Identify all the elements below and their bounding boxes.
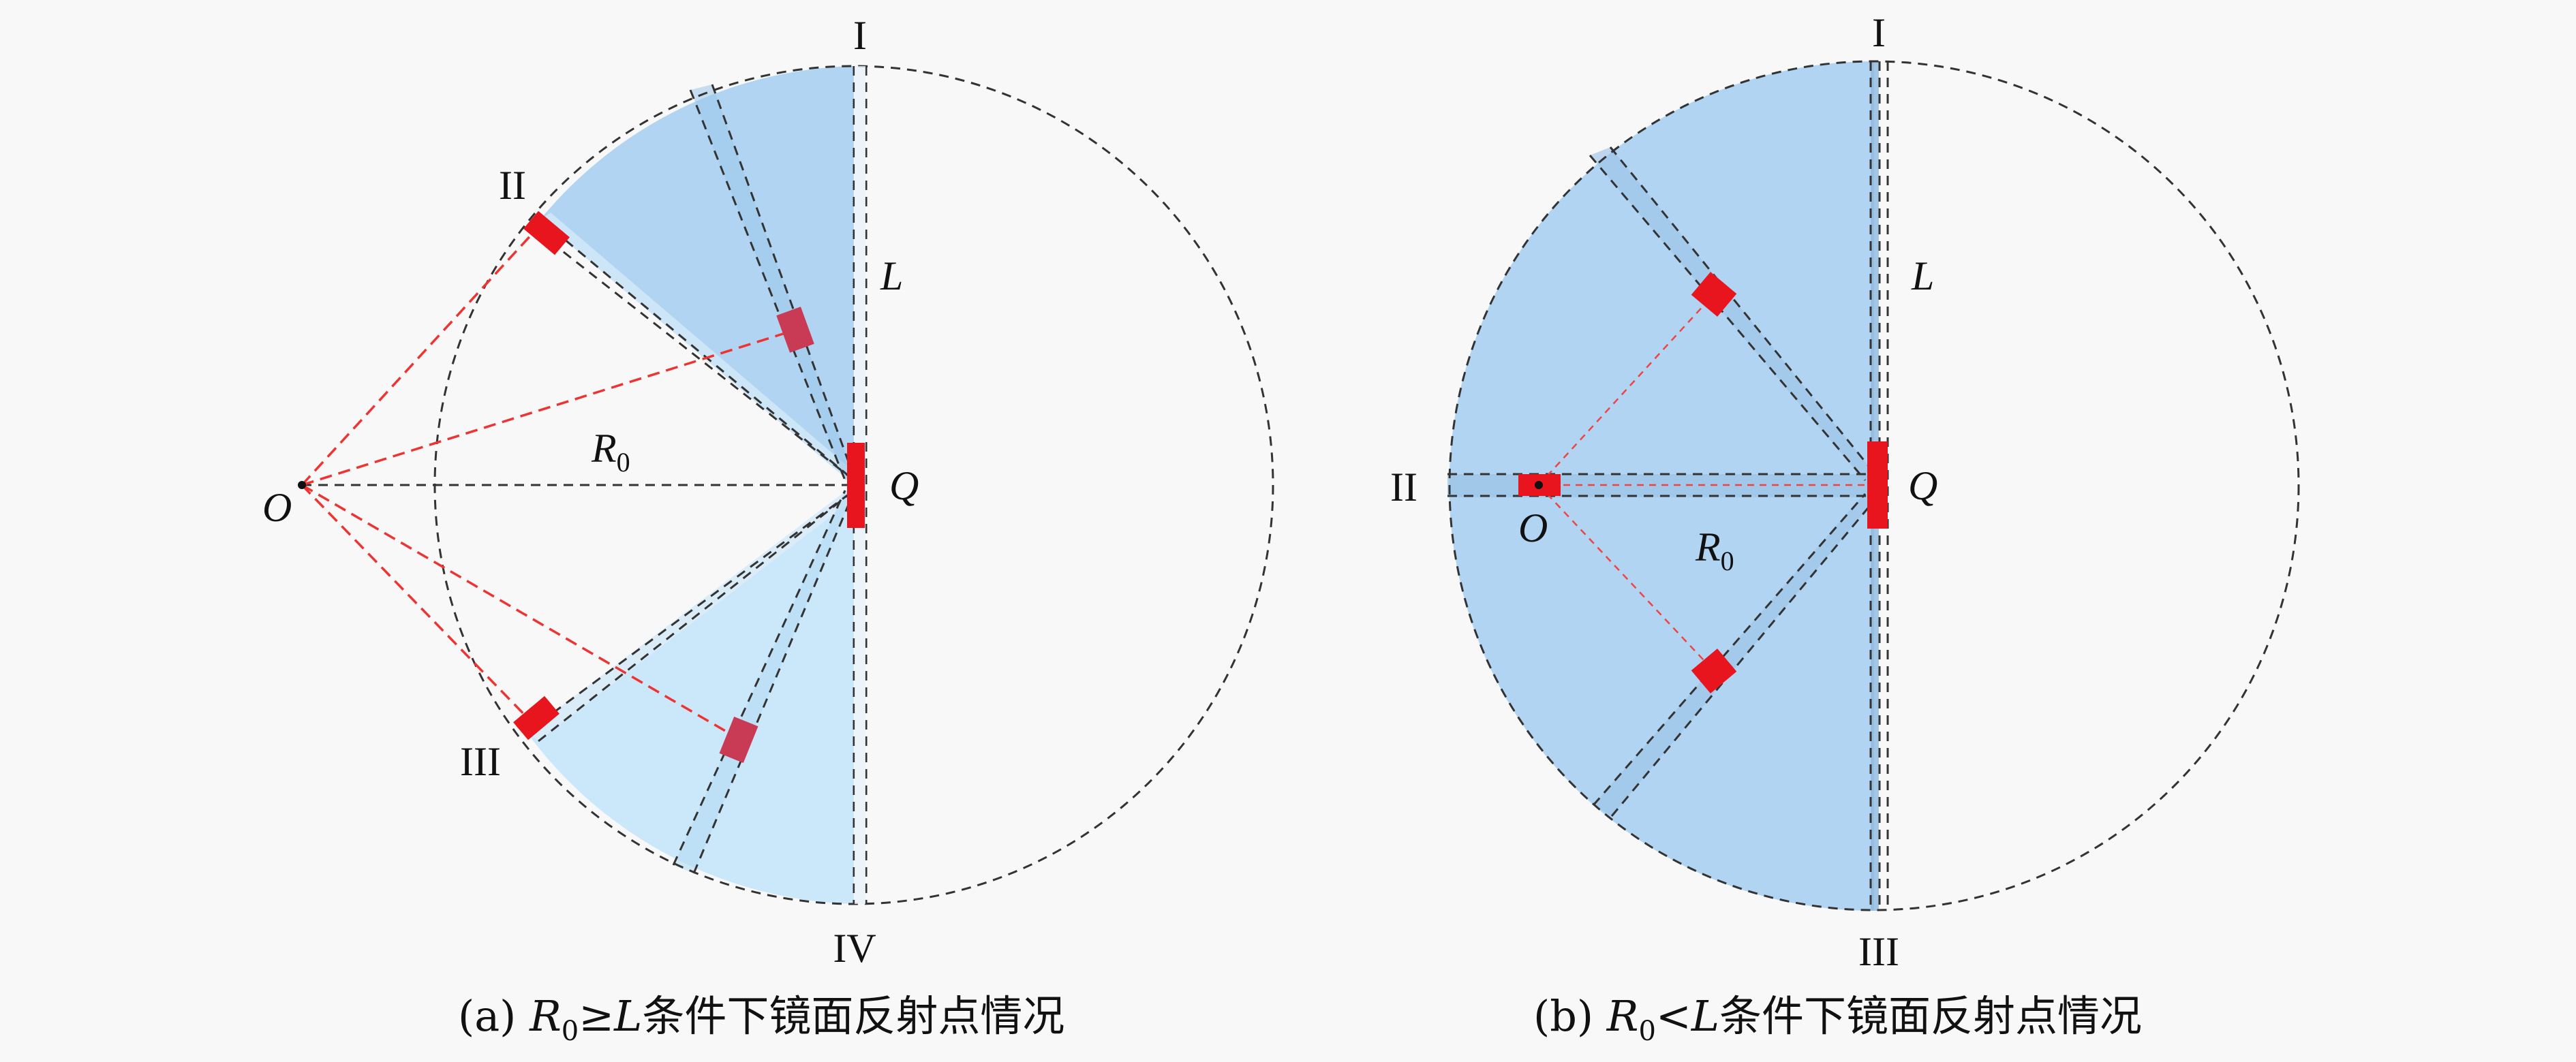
label-L: L: [880, 253, 903, 298]
label-II: II: [499, 163, 526, 208]
ray-O-mid-upper: [301, 329, 795, 486]
strip-upper: [540, 213, 860, 485]
inner-strip-upper: [690, 84, 854, 480]
ray-O-upper: [1538, 294, 1715, 486]
shaded-region-upper: [540, 66, 854, 485]
label-III-b: III: [1858, 929, 1899, 974]
label-III: III: [460, 739, 501, 784]
label-L-b: L: [1911, 253, 1934, 298]
panel-a: I II III IV L Q O R0 (a) R0≥L条件下镜面反射点情况: [262, 13, 1274, 1047]
reflector-Q-b: [1867, 441, 1888, 529]
label-R0-b: R0: [1695, 525, 1734, 576]
reflector-mid-upper: [776, 307, 814, 353]
reflector-III: [513, 696, 559, 740]
diag-lower-b: [1610, 500, 1875, 817]
inner-strip-lower: [673, 490, 854, 873]
strip-diag-lower: [1593, 494, 1874, 816]
reflector-mid-lower: [719, 716, 758, 764]
boundary-lower-2: [538, 489, 855, 743]
reflector-Q: [847, 443, 865, 528]
ray-O-III: [301, 484, 533, 723]
inner-dash-upper-a: [689, 89, 846, 481]
dashed-circle-b: [1448, 60, 2300, 911]
panel-b: I II III L Q O R0 (b) R0<L条件下镜面反射点情况: [1390, 10, 2300, 1047]
boundary-lower: [526, 489, 855, 734]
caption-a: (a) R0≥L条件下镜面反射点情况: [458, 991, 1064, 1047]
diag-upper-b: [1609, 146, 1875, 473]
point-O: [298, 481, 306, 489]
ray-O-lower: [1538, 484, 1715, 672]
label-O-b: O: [1518, 505, 1548, 550]
ray-O-II: [301, 223, 542, 486]
point-O-b: [1535, 481, 1543, 489]
label-R0: R0: [591, 426, 630, 478]
label-IV: IV: [833, 926, 876, 971]
shaded-region-lower: [527, 485, 854, 904]
strip-diag-upper: [1590, 147, 1874, 480]
label-I-b: I: [1872, 10, 1886, 55]
caption-b: (b) R0<L条件下镜面反射点情况: [1533, 991, 2142, 1047]
inner-dash-upper-b: [711, 84, 855, 478]
ray-O-mid-lower: [301, 484, 740, 740]
diag-lower-a: [1592, 493, 1867, 806]
reflector-II: [523, 210, 570, 255]
label-Q-b: Q: [1908, 463, 1937, 508]
strip-lower: [527, 485, 860, 741]
reflector-upper-b: [1691, 272, 1737, 317]
inner-dash-lower-a: [672, 490, 846, 866]
boundary-upper: [540, 218, 855, 482]
label-Q: Q: [889, 463, 919, 508]
label-II-b: II: [1390, 465, 1417, 510]
diag-upper-a: [1589, 155, 1867, 481]
label-I: I: [853, 13, 867, 58]
inner-dash-lower-b: [692, 491, 855, 874]
reflector-lower-b: [1691, 649, 1737, 693]
label-O: O: [262, 485, 292, 530]
